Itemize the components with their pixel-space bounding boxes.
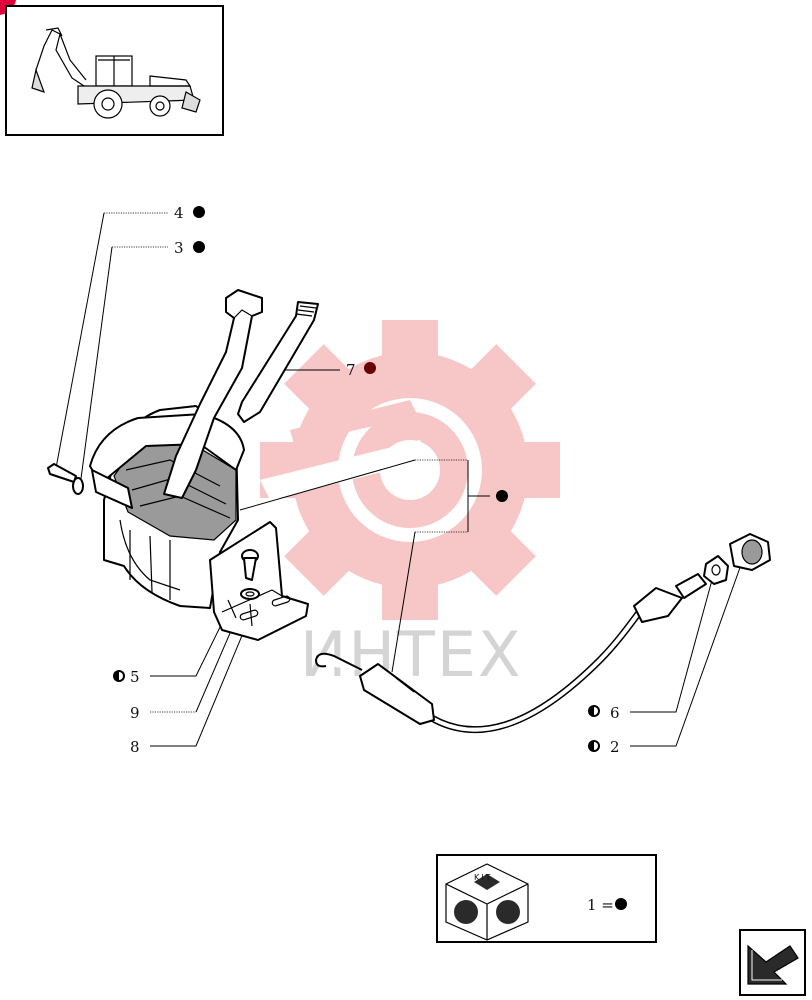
machine-thumbnail[interactable] [5, 5, 224, 136]
cable-fitting [633, 587, 683, 623]
callout-7[interactable]: 7 [346, 361, 376, 379]
bolt-4 [47, 463, 77, 483]
callout-8-label: 8 [130, 738, 140, 756]
cable-hook [315, 652, 363, 671]
next-page-button[interactable] [739, 929, 806, 996]
callout-9[interactable]: 9 [130, 704, 140, 722]
kit-legend: KIT 1 = [436, 854, 657, 943]
arrow-down-left-icon [747, 944, 799, 985]
shift-lever [163, 289, 263, 499]
callout-3-label: 3 [174, 239, 184, 257]
washer-3 [72, 477, 84, 495]
callout-5[interactable]: 5 [113, 668, 140, 686]
callout-3[interactable]: 3 [174, 239, 205, 257]
callout-2-label: 2 [610, 738, 620, 756]
kit-box-icon [445, 863, 529, 941]
marker-filled [496, 490, 508, 502]
leader-lines [55, 212, 743, 747]
callout-group[interactable] [496, 490, 508, 502]
callout-8[interactable]: 8 [130, 738, 140, 756]
kit-equation: 1 = [587, 896, 614, 914]
callout-9-label: 9 [130, 704, 140, 722]
callout-6-label: 6 [610, 704, 620, 722]
backhoe-loader-icon [31, 27, 201, 119]
marker-filled [193, 241, 205, 253]
watermark-text: ИНТЕХ [300, 618, 523, 691]
watermark-gear [260, 320, 560, 620]
callout-6[interactable]: 6 [588, 704, 620, 722]
shift-lever-assembly[interactable] [47, 289, 319, 641]
callout-2[interactable]: 2 [588, 738, 620, 756]
marker-filled [615, 898, 627, 910]
kit-box-text: KIT [474, 873, 493, 882]
callout-7-label: 7 [346, 361, 356, 379]
washer-9 [240, 588, 260, 600]
callout-4-label: 4 [174, 204, 184, 222]
callout-4[interactable]: 4 [174, 204, 205, 222]
mounting-bracket [209, 521, 309, 641]
callout-5-label: 5 [130, 668, 140, 686]
cable-sleeve [359, 663, 435, 725]
marker-filled [193, 206, 205, 218]
nut-6 [703, 555, 729, 585]
control-cable[interactable] [315, 533, 771, 734]
stud-7 [237, 301, 319, 423]
marker-filled-red [364, 362, 376, 374]
